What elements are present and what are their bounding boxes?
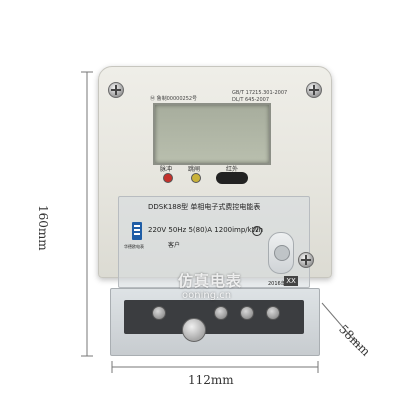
cmc-icon: Ⓜ (150, 96, 156, 102)
screw-top-left-icon (108, 82, 124, 98)
standard-line-2: DL/T 645-2007 (232, 97, 270, 103)
ir-label: 红外 (226, 166, 239, 173)
maker-logo-icon (132, 222, 142, 240)
terminal-screw-icon (266, 306, 280, 320)
lcd-display (153, 103, 271, 165)
pulse-label: 脉冲 (160, 166, 173, 173)
maker-logo-text: 华德欧电表 (124, 244, 144, 249)
cert-mark: Ⓜ 鲁制00000252号 (150, 96, 198, 102)
trip-label: 跳闸 (188, 166, 201, 173)
watermark-main: 仿真电表 (178, 272, 243, 290)
trip-led-icon (191, 173, 201, 183)
screw-top-right-icon (306, 82, 322, 98)
terminal-screw-icon (152, 306, 166, 320)
terminal-screw-icon (240, 306, 254, 320)
side-button[interactable] (268, 232, 294, 274)
class-mark: 2 (252, 226, 262, 236)
account-label: 客户 (168, 242, 181, 249)
watermark-badge: XX (284, 276, 298, 286)
year-label: 2016年 (268, 281, 286, 287)
ir-port-icon (216, 172, 248, 184)
spec-line: 220V 50Hz 5(80)A 1200imp/kWh (148, 226, 264, 234)
pulse-led-icon (163, 173, 173, 183)
terminal-screw-icon (214, 306, 228, 320)
model-label: DDSK188型 单相电子式费控电能表 (148, 203, 261, 211)
seal-screw-icon (182, 318, 206, 342)
standard-line-1: GB/T 17215.301-2007 (232, 90, 288, 96)
screw-mid-right-icon (298, 252, 314, 268)
watermark-sub: ooning.cn (182, 290, 232, 301)
width-dimension-label: 112mm (188, 373, 234, 387)
height-dimension-label: 160mm (36, 205, 50, 251)
